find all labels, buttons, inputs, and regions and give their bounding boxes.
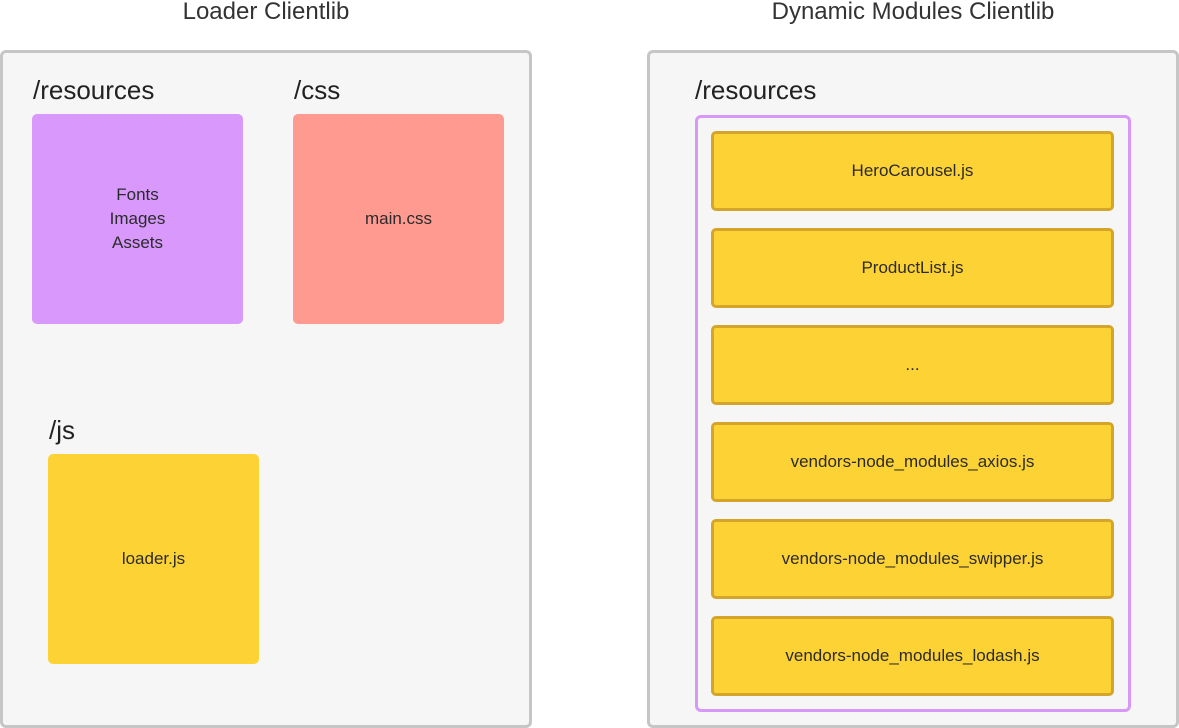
module-tile: HeroCarousel.js xyxy=(711,131,1114,211)
js-file-label: loader.js xyxy=(121,549,186,568)
dynamic-resources-frame xyxy=(695,115,1131,712)
resources-tile: Fonts Images Assets xyxy=(32,114,243,324)
css-tile: main.css xyxy=(293,114,504,324)
module-label: vendors-node_modules_swipper.js xyxy=(781,549,1044,568)
module-label: HeroCarousel.js xyxy=(851,161,974,180)
module-label: vendors-node_modules_axios.js xyxy=(790,452,1035,471)
resources-item-assets: Assets xyxy=(111,233,164,252)
resources-item-fonts: Fonts xyxy=(116,185,159,204)
module-label: vendors-node_modules_lodash.js xyxy=(785,646,1040,665)
module-tile: ... xyxy=(711,325,1114,405)
css-file-label: main.css xyxy=(364,209,433,228)
js-tile: loader.js xyxy=(48,454,259,664)
dynamic-resources-label: /resources xyxy=(695,75,817,105)
dynamic-modules-clientlib-title: Dynamic Modules Clientlib xyxy=(771,0,1055,25)
module-tile: vendors-node_modules_lodash.js xyxy=(711,616,1114,696)
loader-clientlib-title: Loader Clientlib xyxy=(182,0,350,25)
module-tile: vendors-node_modules_swipper.js xyxy=(711,519,1114,599)
css-folder-label: /css xyxy=(294,75,341,105)
module-label: ProductList.js xyxy=(861,258,964,277)
js-folder-label: /js xyxy=(49,415,75,445)
loader-resources-label: /resources xyxy=(33,75,155,105)
resources-item-images: Images xyxy=(109,209,166,228)
module-label: ... xyxy=(905,355,920,374)
module-tile: ProductList.js xyxy=(711,228,1114,308)
module-tile: vendors-node_modules_axios.js xyxy=(711,422,1114,502)
